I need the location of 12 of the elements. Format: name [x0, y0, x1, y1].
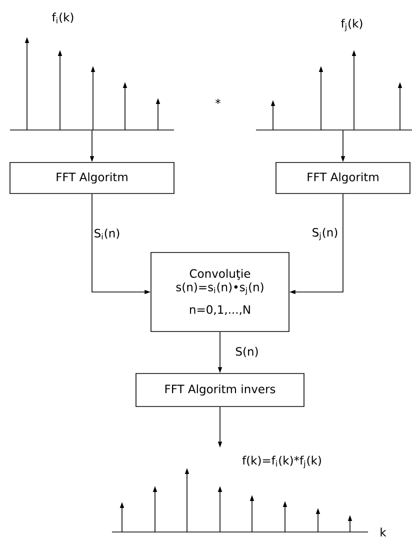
plot-title: f(k)=f$_{i}$(k)*f$_{j}$(k) — [242, 456, 321, 468]
process-box: FFT Algoritm — [10, 162, 174, 194]
process-box: Convoluţie s(n)=s$_{i}$(n)•s$_{j}$(n) n=0,1,...,N — [150, 252, 290, 332]
plot-title: f$_{j}$(k) — [341, 18, 362, 32]
axis-label: k — [380, 528, 386, 536]
edge-label: S$_{i}$(n) — [92, 228, 122, 240]
process-box: FFT Algoritm invers — [136, 373, 304, 407]
edge-label: S(n) — [234, 346, 260, 358]
process-box: FFT Algoritm — [276, 162, 410, 194]
edge-label: S$_{j}$(n) — [310, 226, 340, 242]
convolution-symbol: * — [215, 98, 221, 104]
plot-title: f$_{i}$(k) — [52, 12, 74, 24]
